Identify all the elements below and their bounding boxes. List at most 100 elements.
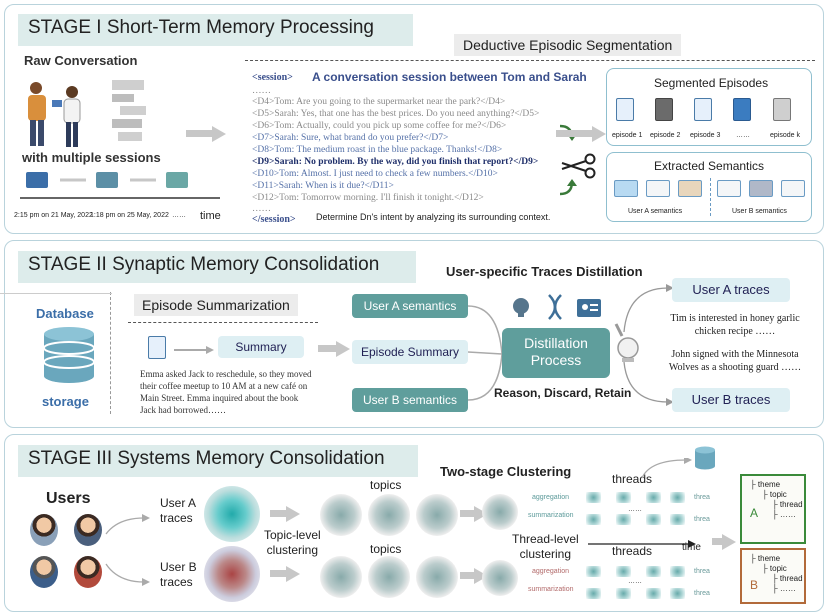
session-title: A conversation session between Tom and S… (312, 70, 587, 84)
thread-cluster-b (482, 560, 518, 596)
reason-label: Reason, Discard, Retain (494, 386, 632, 400)
threads-label-b: threads (612, 544, 653, 558)
chat-blocks-illustration (110, 78, 150, 148)
storage-label: storage (42, 394, 89, 409)
user-b-traces-label: User B traces (160, 560, 197, 589)
user-b-traces-box: User B traces (672, 388, 790, 412)
semantic-folder-b3-icon (781, 180, 805, 197)
traces-distillation-title: User-specific Traces Distillation (446, 264, 643, 279)
theme-b-line-1: ├ theme (750, 554, 781, 563)
user-a-traces-box: User A traces (672, 278, 790, 302)
split-lines (620, 282, 676, 412)
ellipsis-bottom: …… (252, 204, 271, 214)
aggregation-label-a: aggregation (532, 494, 569, 501)
thread-label-b2: threa (694, 590, 710, 597)
aggregation-label-b: aggregation (532, 568, 569, 575)
episode-1-label: episode 1 (612, 132, 643, 139)
thread-b-2 (616, 566, 631, 577)
dialogue-line-d11: <D11>Sarah: When is it due?</D11> (252, 181, 394, 191)
thread-dots-b: …… (628, 578, 642, 585)
summary-arrow (174, 342, 214, 354)
topic-a-1 (320, 494, 362, 536)
segmented-episodes-box (606, 68, 812, 146)
thread-label-b1: threa (694, 568, 710, 575)
user-a-semantics-box: User A semantics (352, 294, 468, 318)
summarization-label-a: summarization (528, 512, 574, 519)
dialogue-line-d8: <D8>Tom: The medium roast in the blue pa… (252, 145, 503, 155)
id-card-icon (576, 296, 602, 318)
arrow-bar-3 (318, 345, 338, 352)
summarization-label-b: summarization (528, 586, 574, 593)
session-timeline (20, 168, 225, 200)
stage2-left-divider (110, 292, 111, 414)
trace-1-text: Tim is interested in honey garlic chicke… (670, 313, 800, 337)
episode-3-label: episode 3 (690, 132, 721, 139)
thread-cluster-a (482, 494, 518, 530)
scissors-icon (560, 152, 596, 180)
theme-a-letter: A (750, 506, 759, 520)
dialogue-line-d7: <D7>Sarah: Sure, what brand do you prefe… (252, 133, 449, 143)
arrow-to-theme (722, 534, 736, 550)
theme-card-b (740, 548, 806, 604)
session-close-tag: </session> (252, 214, 296, 225)
dialogue-line-d4: <D4>Tom: Are you going to the supermarke… (252, 97, 506, 107)
user-b-semantics-box: User B semantics (352, 388, 468, 412)
dialogue-line-d5: <D5>Sarah: Yes, that one has the best pr… (252, 109, 540, 119)
user-a-traces-label: User A traces (160, 496, 197, 525)
summary-doc-icon (148, 336, 166, 359)
theme-a-line-4: ├ …… (772, 510, 796, 519)
arrow-a-to-topics (286, 506, 300, 522)
session-open-tag: <session> (252, 72, 293, 83)
theme-b-line-3: ├ thread (772, 574, 803, 583)
theme-b-line-4: ├ …… (772, 584, 796, 593)
arrow-bar-6 (460, 510, 476, 517)
user-b-semantics-label: User B semantics (732, 208, 787, 215)
thread-b-6 (616, 588, 631, 599)
episode-3-doc-icon (694, 98, 712, 121)
episode-4-doc-icon (733, 98, 751, 121)
thread-b-1 (586, 566, 601, 577)
time-axis-label: time (200, 210, 221, 222)
database-icon (42, 326, 96, 384)
dialogue-line-d10: <D10>Tom: Almost. I just need to check a… (252, 169, 498, 179)
people-illustration (22, 70, 112, 150)
episode-2-label: episode 2 (650, 132, 681, 139)
arrow-bar-8 (712, 538, 724, 545)
thread-label-a2: threa (694, 516, 710, 523)
flask-icon (612, 322, 640, 364)
topic-level-label: Topic-level clustering (264, 528, 321, 557)
topic-a-3 (416, 494, 458, 536)
summary-text: Emma asked Jack to reschedule, so they m… (140, 369, 312, 415)
user-b-avatar-2 (74, 556, 102, 588)
extracted-semantics-box (606, 152, 812, 222)
semantics-divider (710, 178, 711, 216)
thread-a-2 (616, 492, 631, 503)
user-b-avatar-1 (30, 556, 58, 588)
intent-note: Determine Dn's intent by analyzing its s… (316, 212, 551, 222)
theme-a-line-3: ├ thread (772, 500, 803, 509)
raw-conversation-label: Raw Conversation (24, 53, 138, 68)
arrow-bar-7 (460, 572, 476, 579)
stage2-title: STAGE II Synaptic Memory Consolidation (18, 251, 416, 283)
dialogue-line-d9: <D9>Sarah: No problem. By the way, did y… (252, 157, 539, 167)
thread-level-label: Thread-level clustering (512, 532, 579, 561)
thread-a-4 (670, 492, 685, 503)
thread-dots-a: …… (628, 506, 642, 513)
timestamp-dots: …… (172, 212, 186, 219)
database-label: Database (36, 306, 94, 321)
topic-b-1 (320, 556, 362, 598)
topics-label-a: topics (370, 478, 402, 492)
thread-b-5 (586, 588, 601, 599)
thread-b-4 (670, 566, 685, 577)
curve-arrow-down-icon (556, 178, 580, 198)
thread-a-1 (586, 492, 601, 503)
segmentation-title: Deductive Episodic Segmentation (454, 34, 682, 56)
episode-summarization-title: Episode Summarization (134, 294, 298, 316)
topic-b-2 (368, 556, 410, 598)
summary-box: Summary (218, 336, 304, 358)
dna-icon (546, 294, 564, 320)
segmented-episodes-title: Segmented Episodes (654, 76, 769, 90)
stage3-title: STAGE III Systems Memory Consolidation (18, 445, 418, 477)
time-label-stage3: time (682, 542, 701, 553)
episode-k-doc-icon (773, 98, 791, 121)
